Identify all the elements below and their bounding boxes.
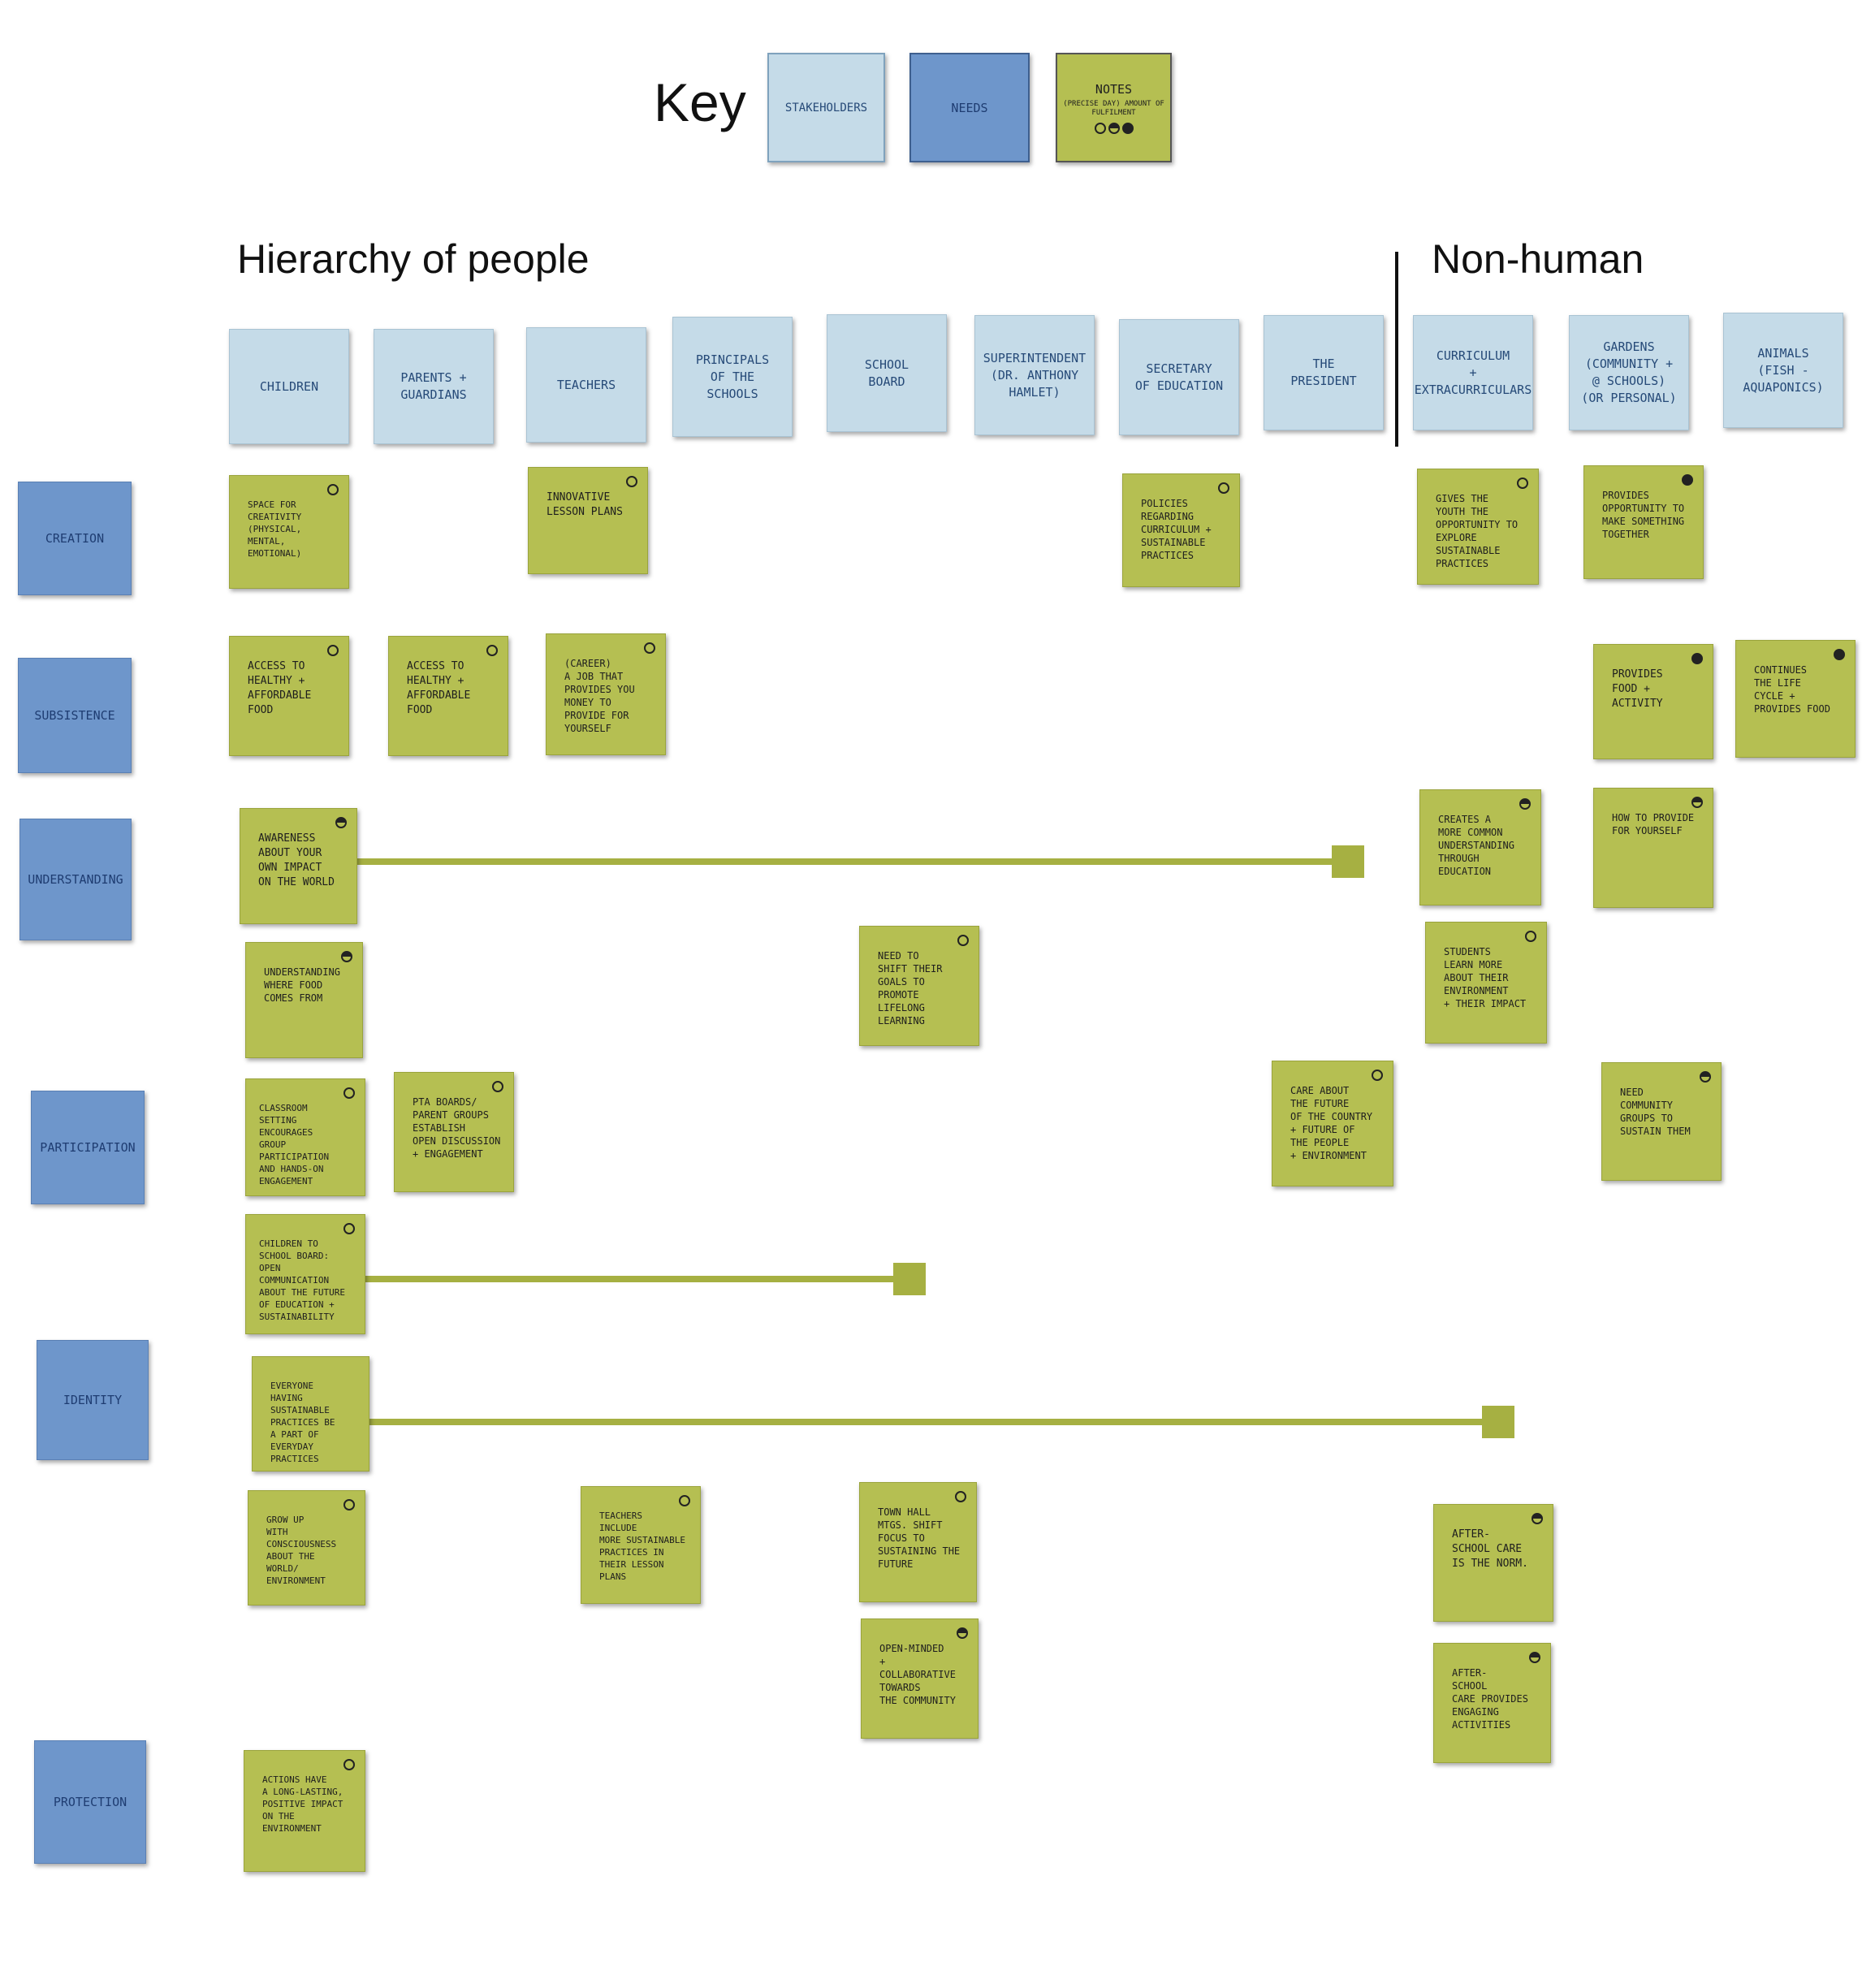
fulfilment-low-icon — [327, 484, 339, 495]
fulfilment-low-icon — [343, 1223, 355, 1234]
note-pta-boards: PTA boards/ parent groups establish open… — [394, 1072, 514, 1192]
connector-children-school-board-end — [893, 1263, 926, 1295]
fulfilment-low-icon — [679, 1495, 690, 1506]
key-needs-label: Needs — [951, 100, 988, 115]
note-innovative-lesson-plans: Innovative lesson plans — [528, 467, 648, 574]
note-classroom-participation: Classroom setting encourages group parti… — [245, 1078, 365, 1196]
note-awareness-own-impact: Awareness about your own impact on the w… — [240, 808, 357, 924]
section-heading-people: Hierarchy of people — [237, 236, 590, 282]
need-creation: Creation — [18, 482, 132, 595]
fulfilment-medium-icon — [957, 1627, 968, 1639]
fulfilment-medium-icon — [1700, 1071, 1711, 1083]
fulfilment-medium-icon — [1519, 798, 1531, 810]
need-understanding: Understanding — [19, 819, 132, 940]
stakeholder-animals: Animals (Fish - aquaponics) — [1723, 313, 1843, 428]
fulfilment-low-icon — [1372, 1070, 1383, 1081]
note-children-to-school-board: Children to school board: open communica… — [245, 1214, 365, 1334]
stakeholder-children: Children — [229, 329, 349, 444]
note-policies-curriculum: Policies regarding curriculum + sustaina… — [1122, 473, 1240, 587]
fulfilment-low-icon — [486, 645, 498, 656]
fulfilment-medium-icon — [341, 951, 352, 962]
fulfilment-low-icon — [343, 1759, 355, 1770]
note-after-school-activities: After- school care provides engaging act… — [1433, 1643, 1551, 1763]
connector-awareness-end — [1332, 845, 1364, 878]
fulfilment-low-icon — [626, 476, 637, 487]
fulfilment-low-icon — [644, 642, 655, 654]
fulfilment-scale-icon — [1094, 122, 1134, 134]
stakeholder-gardens: Gardens (community + @ schools) (or pers… — [1569, 315, 1689, 430]
note-provides-food-activity: Provides food + activity — [1593, 644, 1713, 759]
note-lifelong-learning: Need to shift their goals to promote lif… — [859, 926, 979, 1046]
note-open-minded: Open-minded + collaborative towards the … — [861, 1618, 979, 1739]
fulfilment-medium-icon — [1691, 797, 1703, 808]
stakeholder-superintendent: Superintendent (Dr. Anthony Hamlet) — [974, 315, 1095, 435]
note-continues-life-cycle: Continues the life cycle + provides food — [1735, 640, 1856, 758]
fulfilment-low-icon — [343, 1087, 355, 1099]
note-town-hall: Town hall mtgs. shift focus to sustainin… — [859, 1482, 977, 1602]
key-notes-label: Notes — [1095, 81, 1133, 97]
connector-children-school-board — [361, 1276, 897, 1282]
stakeholder-teachers: Teachers — [526, 327, 646, 443]
note-students-learn-environment: Students learn more about their environm… — [1425, 922, 1547, 1044]
fulfilment-medium-icon — [335, 817, 347, 828]
need-protection: Protection — [34, 1740, 146, 1864]
note-care-about-future: Care about the future of the country + f… — [1272, 1061, 1393, 1186]
note-common-understanding: Creates a more common understanding thro… — [1419, 789, 1541, 905]
fulfilment-low-icon — [492, 1081, 503, 1092]
connector-awareness — [349, 858, 1340, 865]
note-everyone-sustainable: Everyone having sustainable practices be… — [252, 1356, 369, 1472]
note-make-something-together: Provides opportunity to make something t… — [1583, 465, 1704, 579]
note-access-healthy-food-children: Access to healthy + affordable food — [229, 636, 349, 756]
fulfilment-low-icon — [957, 935, 969, 946]
note-access-healthy-food-parents: Access to healthy + affordable food — [388, 636, 508, 756]
key-stakeholders-note: Stakeholders — [767, 53, 885, 162]
fulfilment-low-icon — [343, 1499, 355, 1510]
note-grow-up-consciousness: Grow up with consciousness about the wor… — [248, 1490, 365, 1606]
note-where-food-comes-from: Understanding where food comes from — [245, 942, 363, 1058]
fulfilment-low-icon — [1525, 931, 1536, 942]
note-teachers-include-practices: Teachers include more sustainable practi… — [581, 1486, 701, 1604]
fulfilment-high-icon — [1834, 649, 1845, 660]
section-divider — [1395, 252, 1398, 447]
fulfilment-low-icon — [1517, 478, 1528, 489]
connector-everyone-end — [1482, 1406, 1514, 1438]
key-stakeholders-label: Stakeholders — [784, 101, 868, 115]
note-provide-for-yourself: How to provide for yourself — [1593, 788, 1713, 908]
stakeholder-parents-guardians: Parents + Guardians — [374, 329, 494, 444]
stakeholder-curriculum: Curriculum + extracurriculars — [1413, 315, 1533, 430]
note-career-job: (career) a job that provides you money t… — [546, 633, 666, 755]
key-notes-note: Notes (precise day) amount of fulfilment — [1056, 53, 1172, 162]
note-community-groups: Need community groups to sustain them — [1601, 1062, 1722, 1181]
connector-everyone — [365, 1419, 1486, 1425]
need-identity: Identity — [37, 1340, 149, 1460]
note-gives-youth-opportunity: Gives the youth the opportunity to explo… — [1417, 469, 1539, 585]
need-participation: Participation — [31, 1091, 145, 1204]
fulfilment-low-icon — [1218, 482, 1229, 494]
stakeholder-president: The President — [1264, 315, 1384, 430]
stakeholder-principals: Principals of the schools — [672, 317, 793, 437]
note-space-for-creativity: Space for creativity (physical, mental, … — [229, 475, 349, 589]
key-notes-sub: (precise day) amount of fulfilment — [1063, 99, 1164, 117]
key-title: Key — [654, 72, 746, 132]
fulfilment-high-icon — [1691, 653, 1703, 664]
stakeholder-secretary-of-education: Secretary of Education — [1119, 319, 1239, 435]
fulfilment-medium-icon — [1529, 1652, 1540, 1663]
key-needs-note: Needs — [909, 53, 1030, 162]
section-heading-non-human: Non-human — [1432, 236, 1644, 282]
fulfilment-medium-icon — [1532, 1513, 1543, 1524]
stakeholder-school-board: School Board — [827, 314, 947, 432]
need-subsistence: Subsistence — [18, 658, 132, 773]
fulfilment-high-icon — [1682, 474, 1693, 486]
fulfilment-low-icon — [327, 645, 339, 656]
note-long-lasting-impact: Actions have a long-lasting, positive im… — [244, 1750, 365, 1872]
note-after-school-norm: After- school care is the norm. — [1433, 1504, 1553, 1622]
fulfilment-low-icon — [955, 1491, 966, 1502]
